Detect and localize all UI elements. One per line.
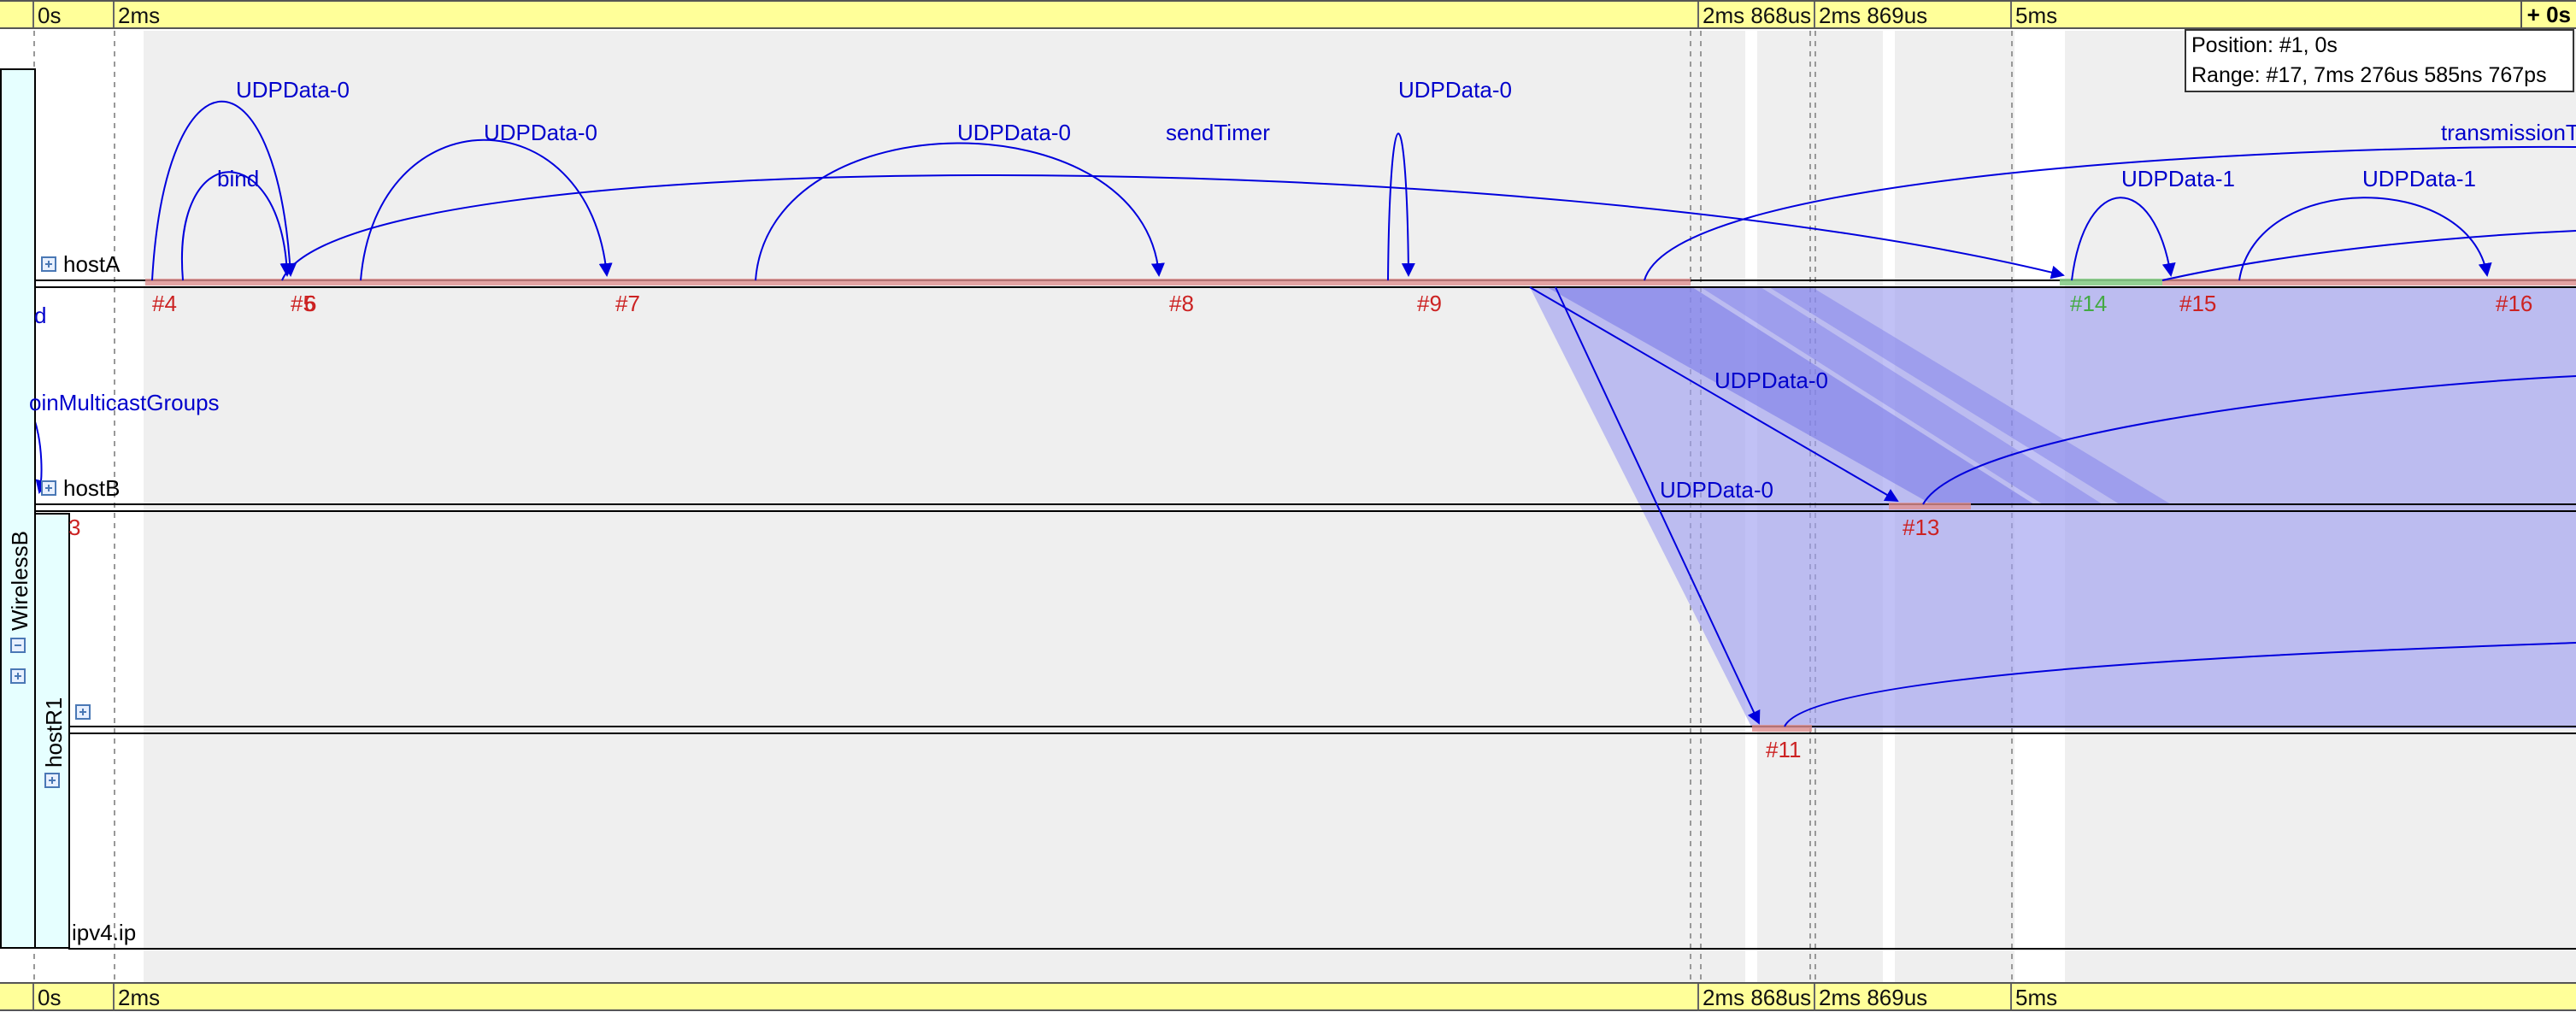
expand-icon[interactable] [10,668,26,684]
ruler-tick: 0s [32,2,61,28]
tick-label: 2ms [118,3,161,28]
ruler-tick: 2ms 869us [1814,984,1927,1010]
tick-label: 2ms 869us [1819,985,1928,1010]
ruler-tick: 0s [32,984,61,1010]
expand-hostA-icon[interactable] [41,256,56,272]
message-arrow-udpdata0[interactable] [360,138,613,281]
expand-hostR1-icon[interactable] [75,704,91,720]
ruler-tick: 5ms [2010,2,2057,28]
module-hostR1[interactable]: hostR1 [34,513,70,949]
tick-label: 5ms [2015,985,2058,1010]
transmission-shape-hostB-2[interactable] [1701,287,2103,504]
ruler-tick: 2ms [113,984,160,1010]
message-arrow-udpdata0[interactable] [755,142,1165,281]
transmission-shape-hostB-3[interactable] [1769,287,2171,504]
ruler-tick: 2ms 868us [1697,984,1811,1010]
range-text: Range: #17, 7ms 276us 585ns 767ps [2191,63,2547,87]
region-band [144,31,1745,982]
collapse-icon[interactable] [10,638,26,653]
timeline-ruler-top[interactable]: 0s 2ms 2ms 868us 2ms 869us 5ms + 0s [0,0,2576,29]
position-info-box: Position: #1, 0s Range: #17, 7ms 276us 5… [2185,29,2574,92]
axis-label-ipv4[interactable]: ipv4.ip [72,920,137,945]
expand-icon[interactable] [44,773,60,788]
tick-label: 2ms 868us [1703,3,1812,28]
transmission-shape-hostB[interactable] [1547,287,2034,504]
message-arrow-long[interactable] [281,174,2065,281]
axis-label-hostB[interactable]: hostB [63,475,121,501]
ruler-tick: 2ms 869us [1814,2,1927,28]
tick-label: 2ms [118,985,161,1010]
axis-hostR1-line[interactable] [68,725,2576,734]
timeline-ruler-bottom[interactable]: 0s 2ms 2ms 868us 2ms 869us 5ms [0,982,2576,1011]
message-arrow-hostB-out[interactable] [1922,375,2576,505]
module-label-hostR1: hostR1 [41,697,67,768]
axis-label-hostA[interactable]: hostA [63,251,121,277]
axis-hostA-line[interactable] [34,279,2576,288]
module-label-wirelessB: WirelessB [7,530,32,631]
tick-label: 5ms [2015,3,2058,28]
message-arrow-transmission[interactable] [1644,145,2576,281]
message-arrow-udpdata0-to-hostR1[interactable] [1555,286,1761,725]
message-arrow-udpdata0[interactable] [151,100,297,281]
message-arrow-join-multicast[interactable] [33,418,50,494]
message-arrow-udpdata0-to-hostB[interactable] [1529,286,1899,503]
tick-label: 2ms 868us [1703,985,1812,1010]
tick-label: 0s [38,985,62,1010]
message-arrow-udpdata1[interactable] [2238,197,2492,281]
ruler-tick: 2ms 868us [1697,2,1811,28]
message-arrow-udpdata0[interactable] [1387,132,1415,281]
ruler-tick: 2ms [113,2,160,28]
message-arrow-udpdata1[interactable] [2071,197,2176,281]
message-arrow-continue[interactable] [2161,230,2576,281]
message-arrow-bind[interactable] [180,171,294,281]
message-arrow-hostR1-out[interactable] [1784,642,2576,727]
ruler-tick: 5ms [2010,984,2057,1010]
tick-label: 0s [38,3,62,28]
expand-hostB-icon[interactable] [41,480,56,496]
position-text: Position: #1, 0s [2191,33,2338,57]
axis-hostB-line[interactable] [34,503,2576,512]
tick-label: 2ms 869us [1819,3,1928,28]
module-wirelessB[interactable]: WirelessB [0,68,36,949]
ruler-corner-label[interactable]: + 0s [2520,2,2576,27]
